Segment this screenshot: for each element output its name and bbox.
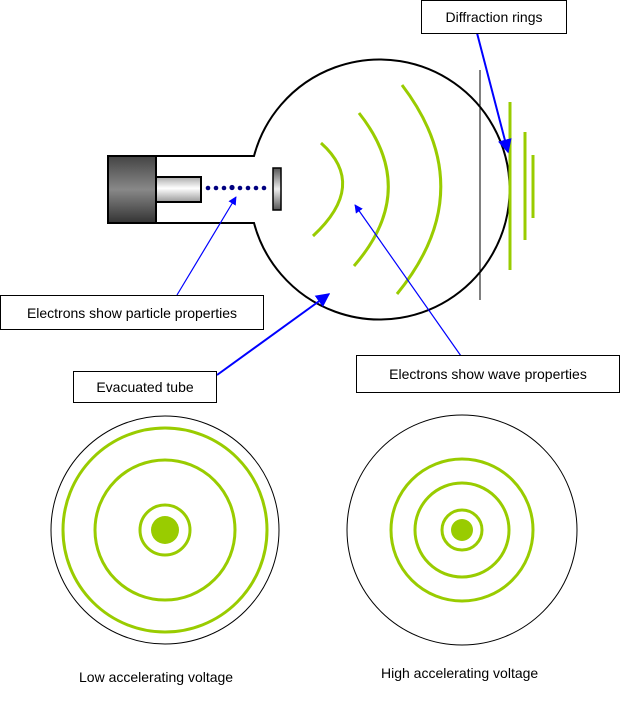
electron-gun-cathode [107,155,157,224]
wave-arc-3 [395,84,443,295]
diffraction-ring-lines [508,102,535,270]
pattern-high-voltage [346,414,578,646]
label-particle-properties: Electrons show particle properties [0,295,264,330]
screen-outline [50,415,280,645]
diffraction-ring [93,458,237,602]
arrow-wave-properties [354,204,462,357]
annotation-arrows [176,32,512,376]
label-evacuated-tube: Evacuated tube [73,371,217,403]
arrow-diffraction-rings [476,32,512,154]
label-diffraction-rings: Diffraction rings [421,0,567,34]
diffraction-ring [61,426,269,634]
diffraction-ring [440,508,484,552]
electron-gun-anode [155,176,202,203]
screen-outline [346,414,578,646]
wave-fronts [311,84,443,295]
wave-arc-2 [352,112,390,267]
wave-arc-1 [311,141,344,238]
central-spot [151,516,179,544]
arrow-particle-properties [176,196,237,296]
diffraction-ring [138,503,192,557]
central-spot [451,519,473,541]
graphite-target [272,167,282,211]
arrow-evacuated-tube [216,293,331,376]
diffraction-ring [389,457,535,603]
diffraction-ring [413,481,511,579]
electron-beam [205,184,267,191]
pattern-low-voltage [50,415,280,645]
label-wave-properties: Electrons show wave properties [356,355,620,393]
caption-high-voltage: High accelerating voltage [381,665,539,681]
caption-low-voltage: Low accelerating voltage [79,669,234,685]
